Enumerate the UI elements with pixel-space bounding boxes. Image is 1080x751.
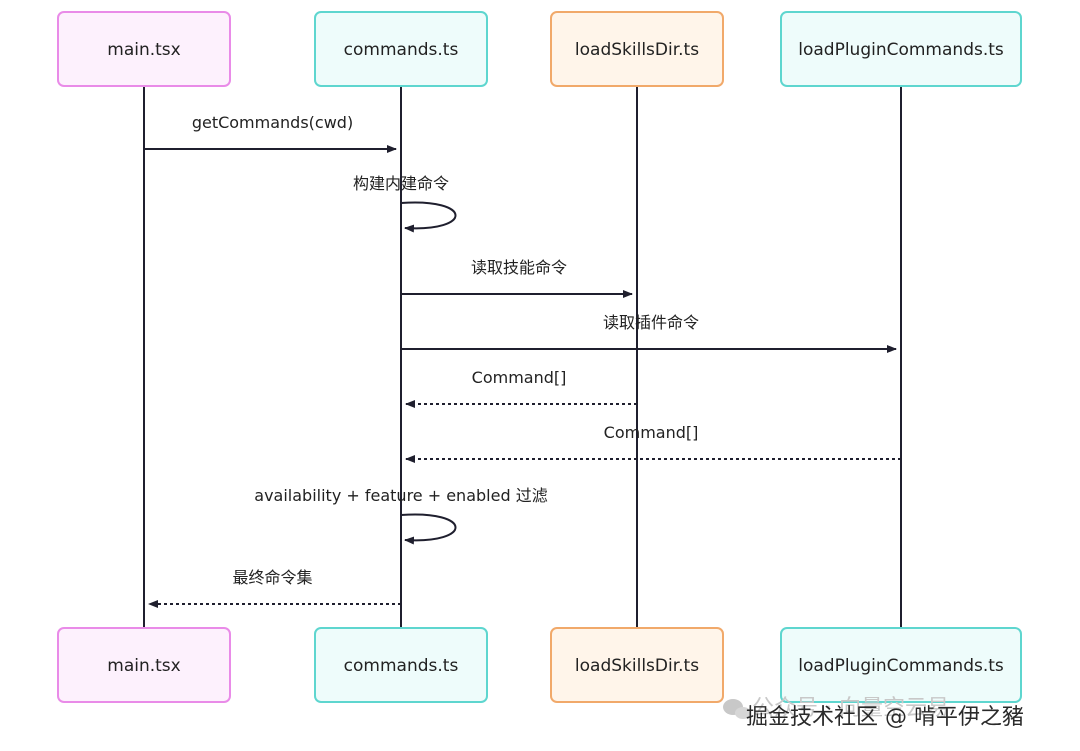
message-6: Command[] xyxy=(405,423,901,463)
message-label: Command[] xyxy=(472,368,567,387)
participant-label: loadSkillsDir.ts xyxy=(575,656,699,676)
participant-box xyxy=(57,11,231,87)
participant-box xyxy=(780,11,1022,87)
participant-box xyxy=(57,627,231,703)
participant-label: loadPluginCommands.ts xyxy=(798,40,1004,60)
wechat-icon xyxy=(723,699,751,719)
participant-box xyxy=(780,627,1022,703)
watermark: 公众号 · 向量空云易 掘金技术社区 @ 啃平伊之豬 xyxy=(723,696,1024,730)
message-8: 最终命令集 xyxy=(148,568,401,608)
message-label: getCommands(cwd) xyxy=(192,113,353,132)
participant-skills-bottom: loadSkillsDir.ts xyxy=(550,627,724,703)
message-label: 构建内建命令 xyxy=(353,174,449,193)
participant-label: loadSkillsDir.ts xyxy=(575,40,699,60)
participant-box xyxy=(314,627,488,703)
participant-skills-top: loadSkillsDir.ts xyxy=(550,11,724,87)
participant-main-top: main.tsx xyxy=(57,11,231,87)
participant-main-bottom: main.tsx xyxy=(57,627,231,703)
participant-commands-top: commands.ts xyxy=(314,11,488,87)
participant-label: commands.ts xyxy=(344,40,459,60)
watermark-text: 掘金技术社区 @ 啃平伊之豬 xyxy=(746,705,1024,730)
participant-label: main.tsx xyxy=(107,656,180,676)
watermark-faint-text: 公众号 · 向量空云易 xyxy=(752,696,949,721)
participant-box xyxy=(314,11,488,87)
participant-commands-bottom: commands.ts xyxy=(314,627,488,703)
participant-plugin-top: loadPluginCommands.ts xyxy=(780,11,1022,87)
participant-box xyxy=(550,627,724,703)
participant-label: main.tsx xyxy=(107,40,180,60)
self-call-arrow xyxy=(400,201,457,233)
message-label: availability + feature + enabled 过滤 xyxy=(254,486,547,505)
message-label: Command[] xyxy=(604,423,699,442)
participant-box xyxy=(550,11,724,87)
message-label: 读取插件命令 xyxy=(603,313,699,332)
participant-label: loadPluginCommands.ts xyxy=(798,656,1004,676)
participant-plugin-bottom: loadPluginCommands.ts xyxy=(780,627,1022,703)
message-2: 构建内建命令 xyxy=(353,174,457,233)
message-5: Command[] xyxy=(405,368,637,408)
participant-label: commands.ts xyxy=(344,656,459,676)
message-label: 最终命令集 xyxy=(232,568,312,587)
message-7: availability + feature + enabled 过滤 xyxy=(254,486,548,545)
self-call-arrow xyxy=(400,513,457,545)
message-4: 读取插件命令 xyxy=(401,313,897,353)
message-1: getCommands(cwd) xyxy=(144,113,397,153)
message-3: 读取技能命令 xyxy=(401,258,633,298)
message-label: 读取技能命令 xyxy=(471,258,567,277)
